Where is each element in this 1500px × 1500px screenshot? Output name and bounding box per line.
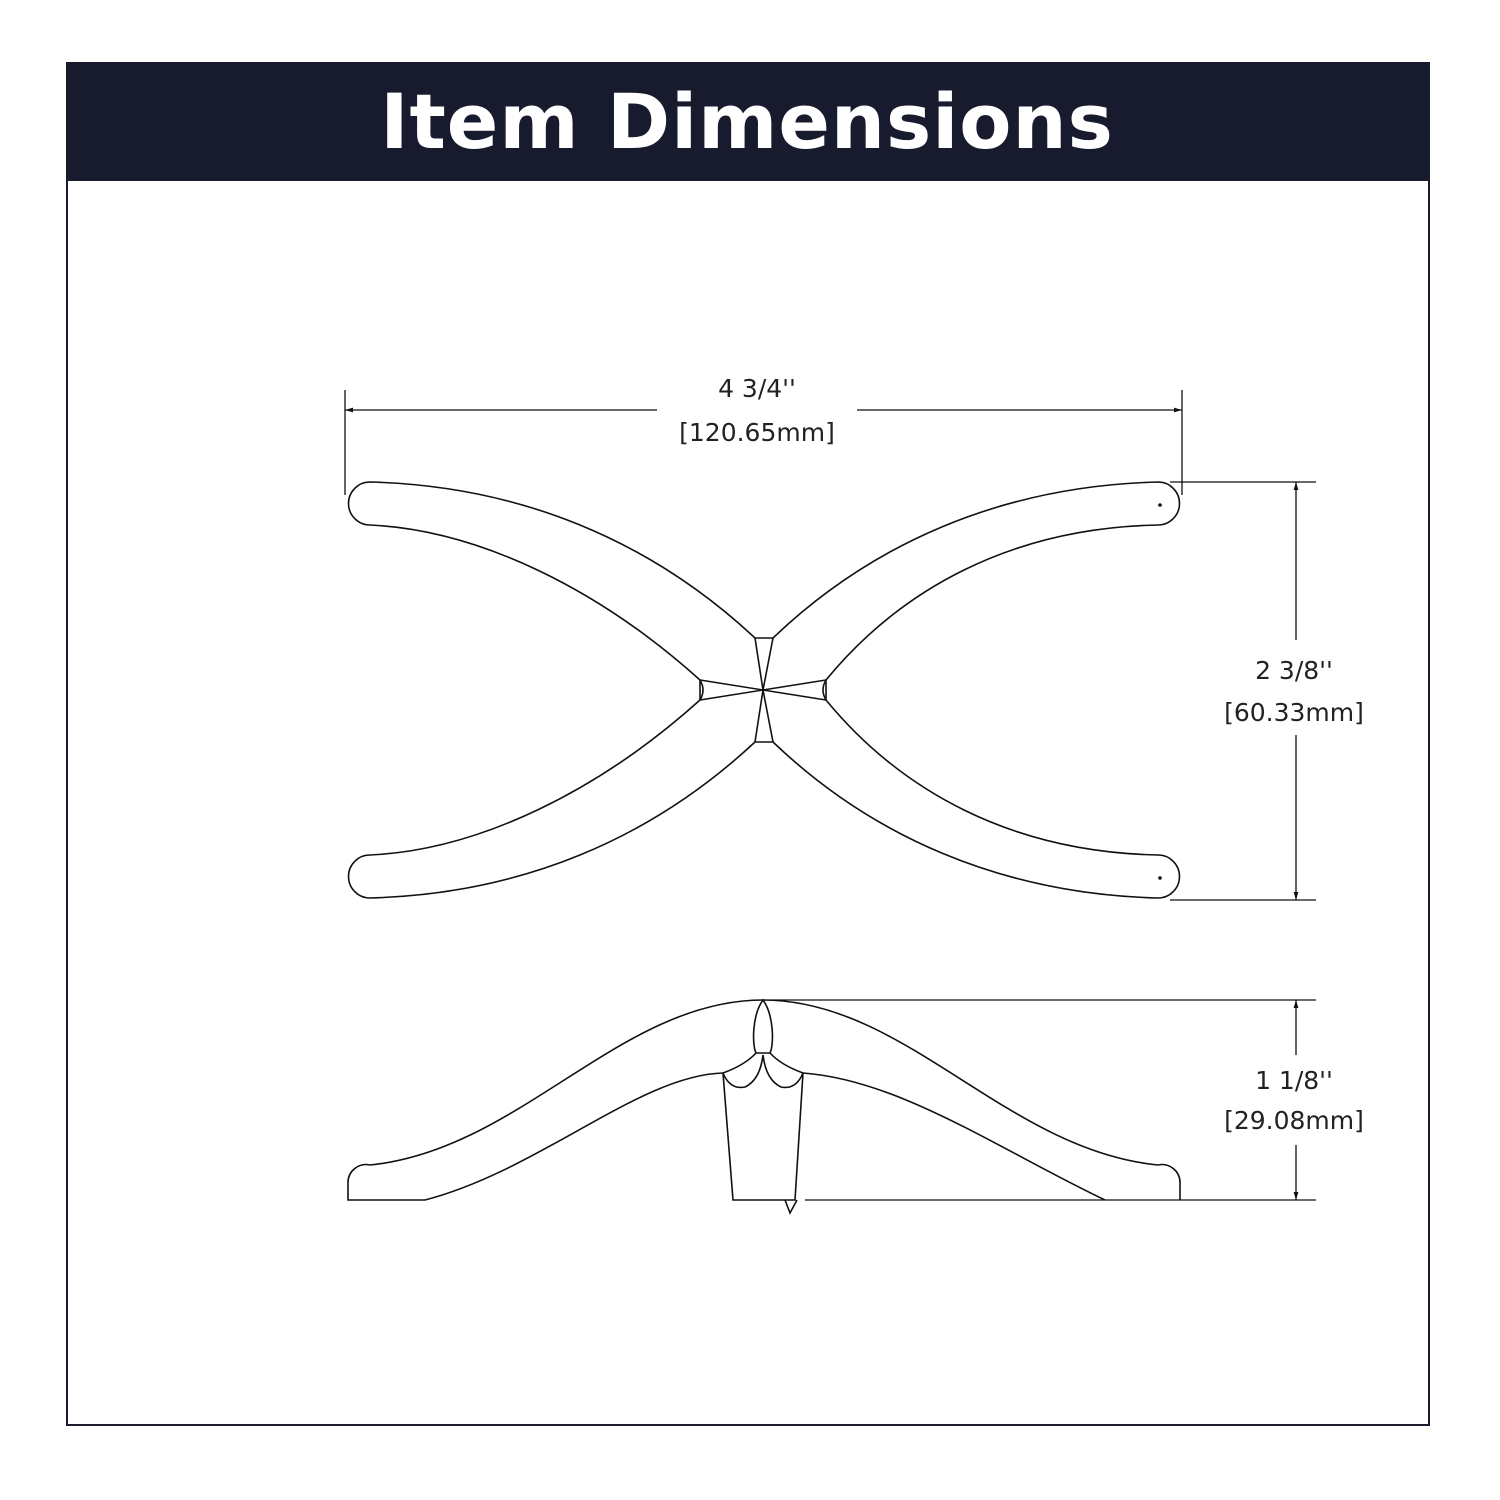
arm-upper-left [347, 481, 1181, 899]
length-imperial: 4 3/4'' [718, 374, 796, 403]
dimension-lines [344, 390, 1316, 1201]
center-cross [699, 637, 827, 743]
height-metric: [29.08mm] [1224, 1106, 1364, 1135]
height-imperial: 1 1/8'' [1255, 1066, 1333, 1095]
stem [722, 1072, 804, 1201]
length-metric: [120.65mm] [679, 418, 835, 447]
top-view-handle [347, 481, 1181, 899]
width-metric: [60.33mm] [1224, 698, 1364, 727]
width-imperial: 2 3/8'' [1255, 656, 1333, 685]
side-view-handle [347, 998, 1181, 1215]
header-banner: Item Dimensions [66, 62, 1428, 181]
page-title: Item Dimensions [380, 77, 1114, 166]
